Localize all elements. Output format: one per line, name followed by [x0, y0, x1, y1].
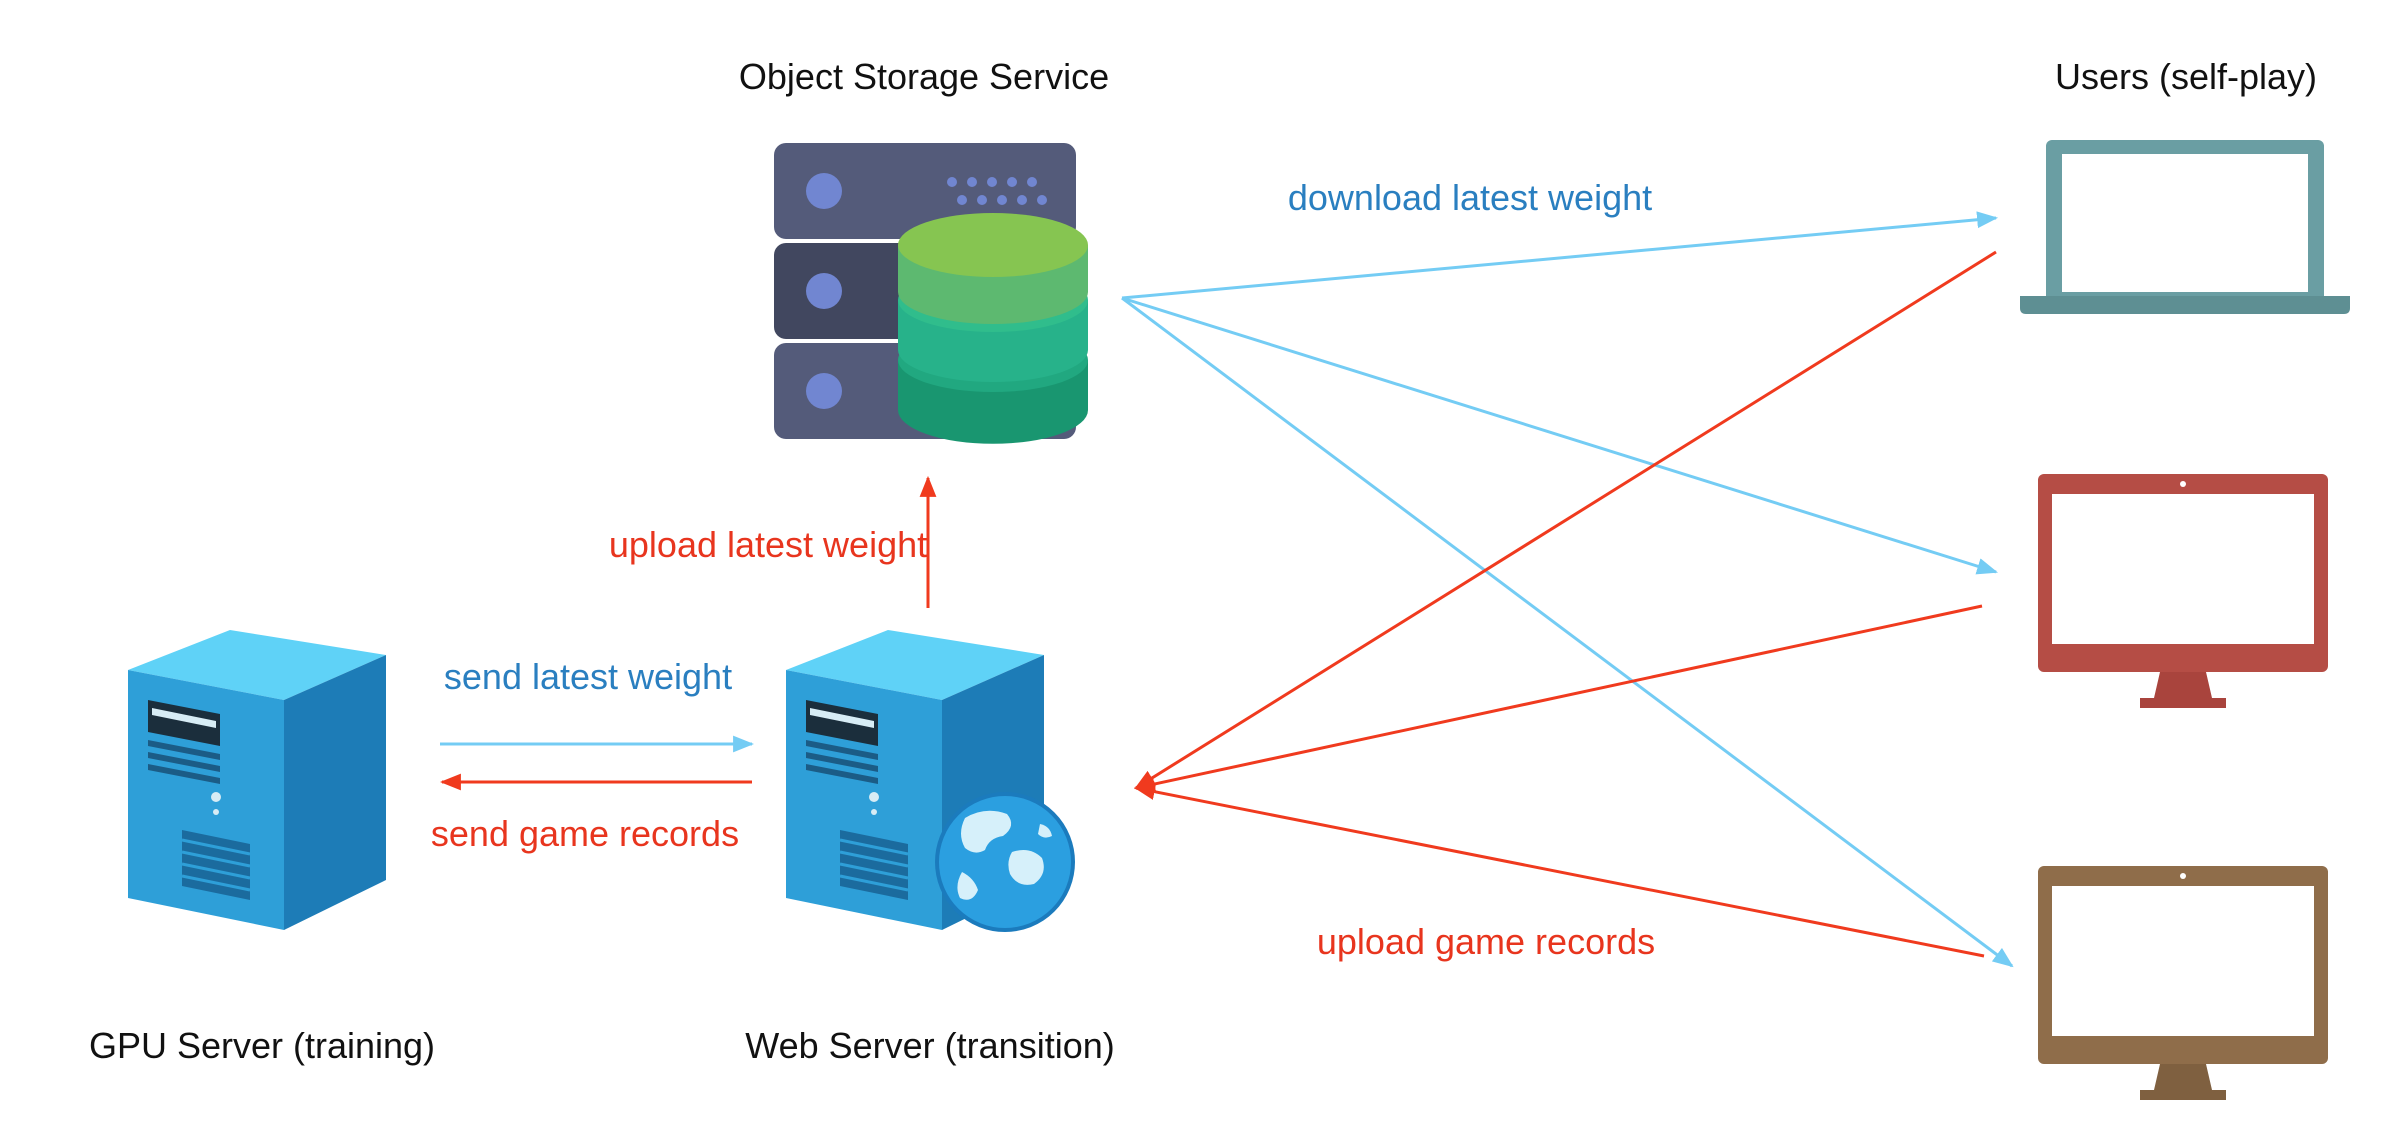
send-latest-weight-label: send latest weight [444, 656, 732, 697]
arrow-monitor-1-to-web [1133, 604, 1983, 793]
web-server-icon [786, 630, 1044, 930]
gpu-server-icon [128, 630, 386, 930]
records-flow-arrows [439, 250, 1997, 958]
globe-icon [935, 792, 1075, 932]
weight-flow-arrows [440, 211, 2014, 968]
arrow-monitor-2-to-web [1133, 783, 1985, 958]
arrow-download-to-laptop [1121, 211, 1999, 300]
monitor-icon [2038, 866, 2328, 1100]
object-storage-label: Object Storage Service [739, 56, 1109, 97]
laptop-icon [2020, 140, 2350, 314]
upload-game-records-label: upload game records [1317, 921, 1655, 962]
download-latest-weight-label: download latest weight [1288, 177, 1652, 218]
arrow-laptop-to-web [1134, 250, 1997, 790]
users-label: Users (self-play) [2055, 56, 2317, 97]
arrow-download-to-monitor-1 [1121, 296, 1999, 575]
upload-latest-weight-label: upload latest weight [609, 524, 927, 565]
database-icon [898, 213, 1088, 444]
arrow-download-to-monitor-2 [1121, 296, 2014, 968]
gpu-server-label: GPU Server (training) [89, 1025, 435, 1066]
monitor-icon [2038, 474, 2328, 708]
web-server-label: Web Server (transition) [745, 1025, 1114, 1066]
send-game-records-label: send game records [431, 813, 739, 854]
